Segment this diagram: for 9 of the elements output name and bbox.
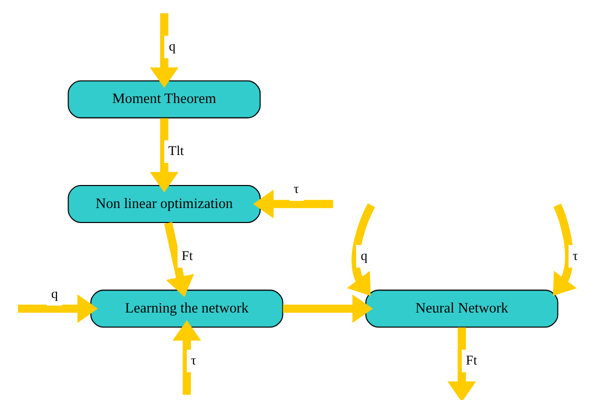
edge-label: Ft [182, 248, 193, 263]
edge-label: Ft [466, 352, 478, 368]
edge-label: q [51, 286, 58, 301]
edge-label: τ [294, 181, 299, 196]
edge-label: Tlt [168, 143, 184, 158]
edge-label: q [168, 38, 176, 54]
edge-label: q [360, 248, 368, 263]
edge-label: τ [572, 248, 578, 263]
edge-label: τ [190, 352, 196, 368]
